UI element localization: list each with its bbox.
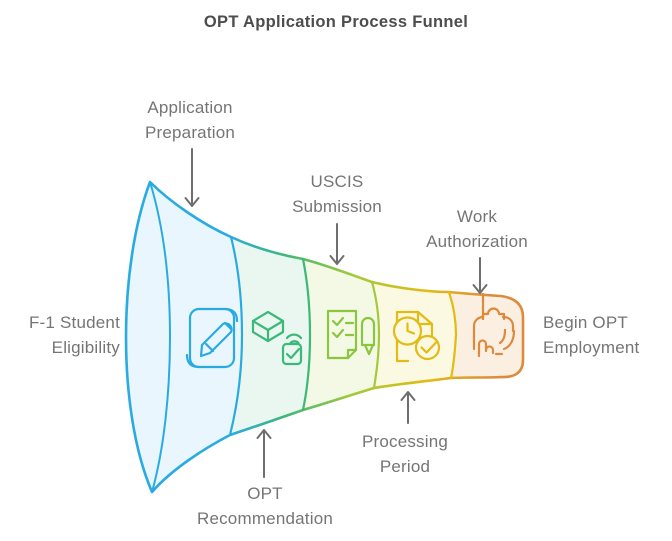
document-clock-icon — [392, 310, 441, 363]
exit-label: Begin OPT Employment — [543, 313, 640, 357]
stage-divider-1 — [228, 235, 244, 437]
funnel-mouth-inner-edge — [149, 181, 172, 493]
uscis-submission-arrow — [329, 223, 345, 265]
stage-label-opt-recommendation: OPT Recommendation — [196, 484, 334, 528]
stage-2-fill — [230, 237, 310, 435]
page-title: OPT Application Process Funnel — [203, 13, 469, 31]
stage-divider-2 — [301, 257, 312, 412]
checklist-pen-icon — [326, 309, 376, 360]
funnel-outline — [124, 180, 525, 494]
document-pen-icon — [185, 307, 239, 369]
stage-divider-4 — [447, 290, 458, 380]
application-preparation-arrow — [184, 148, 200, 207]
work-authorization-arrow — [472, 257, 488, 294]
entry-label: F-1 Student Eligibility — [28, 313, 120, 357]
stage-5-fill — [449, 292, 523, 378]
stage-divider-3 — [370, 280, 381, 390]
stage-1-fill — [126, 182, 242, 492]
stage-3-fill — [303, 259, 379, 410]
clipboard-hand-icon — [472, 292, 516, 358]
stage-label-uscis-submission: USCIS Submission — [292, 172, 382, 216]
package-check-icon — [251, 310, 303, 366]
processing-period-arrow — [400, 391, 416, 424]
stage-label-work-authorization: Work Authorization — [426, 207, 528, 251]
opt-recommendation-arrow — [256, 429, 272, 478]
stage-label-processing-period: Processing Period — [361, 432, 449, 476]
stage-label-application-preparation: Application Preparation — [144, 98, 236, 142]
